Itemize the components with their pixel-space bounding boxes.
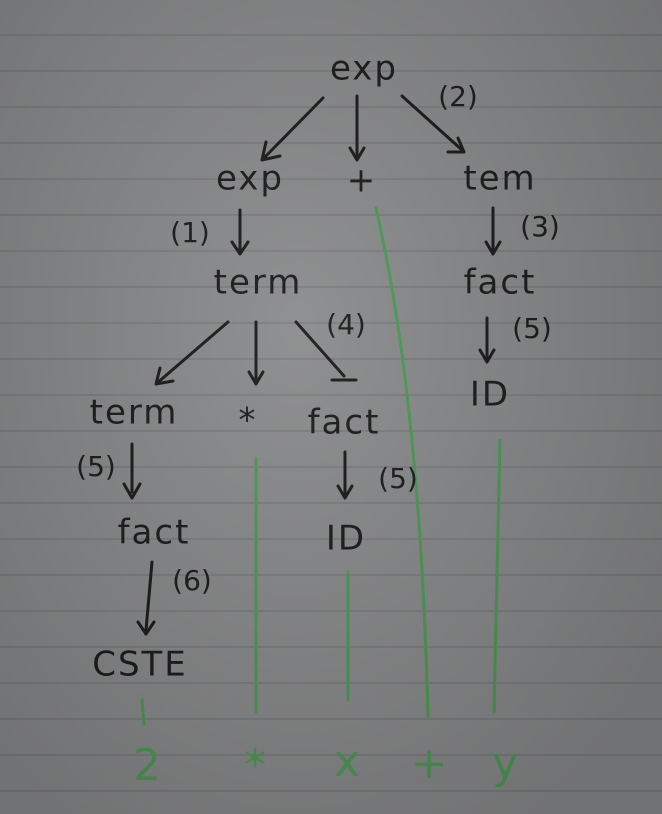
- node-plus: +: [347, 161, 378, 201]
- tree-edges: [122, 94, 502, 636]
- leaf-2: 2: [133, 740, 163, 791]
- edge-root-plus: [348, 94, 366, 162]
- leaf-plus: +: [411, 738, 450, 789]
- edge-fact-cste: [136, 560, 156, 636]
- node-id-right: ID: [470, 375, 510, 415]
- edge-root-exp: [260, 96, 325, 162]
- node-star: *: [239, 401, 258, 441]
- edge-fact-id-right: [478, 316, 496, 364]
- node-exp: exp: [216, 159, 284, 199]
- rule-label-6: (6): [172, 564, 212, 597]
- rule-label-4: (4): [326, 308, 366, 341]
- edge-term-fact-left: [122, 442, 142, 500]
- node-exp-root: exp: [330, 49, 398, 89]
- node-tem: tem: [463, 159, 536, 199]
- leaf-line-y: [492, 438, 502, 714]
- node-id-mid: ID: [326, 519, 366, 559]
- leaf-star: *: [244, 740, 268, 791]
- edge-term-star: [247, 320, 265, 386]
- node-cste: CSTE: [92, 645, 188, 685]
- node-term-left: term: [90, 393, 179, 433]
- edge-root-tem: [400, 94, 466, 154]
- leaf-line-plus: [374, 206, 430, 718]
- node-fact-left: fact: [118, 513, 191, 553]
- rule-label-5-right: (5): [512, 312, 552, 345]
- leaf-line-2: [140, 698, 146, 726]
- leaf-y: y: [492, 738, 520, 789]
- rule-label-3: (3): [520, 210, 560, 243]
- rule-label-5-mid: (5): [378, 462, 418, 495]
- node-fact-mid: fact: [308, 403, 381, 443]
- edge-tem-fact: [484, 206, 502, 256]
- edge-exp-term: [230, 208, 250, 256]
- edge-term-fact: [294, 320, 358, 382]
- node-fact-right: fact: [464, 263, 537, 303]
- leaf-connectors: [140, 206, 502, 726]
- edge-term-term: [154, 320, 230, 386]
- leaf-x: x: [334, 736, 362, 787]
- node-term: term: [214, 263, 303, 303]
- rule-label-1: (1): [170, 216, 210, 249]
- rule-label-5-left: (5): [76, 450, 116, 483]
- rule-label-2: (2): [438, 80, 478, 113]
- edge-fact-id-mid: [336, 450, 354, 500]
